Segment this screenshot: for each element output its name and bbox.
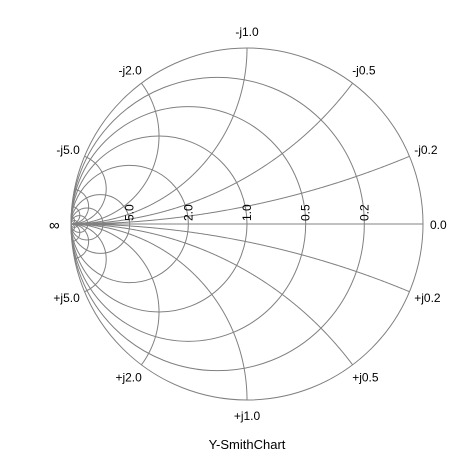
- susceptance-arc-neg-0_5: [71, 82, 354, 225]
- real-axis-tick-label: 1.0: [240, 204, 254, 221]
- susceptance-tick-label: -j0.2: [414, 143, 438, 157]
- susceptance-arc-neg-1: [71, 48, 248, 225]
- grid-layer: [70, 47, 424, 401]
- susceptance-arc-neg-10: [71, 188, 90, 225]
- real-axis-tick-label: 5.0: [123, 204, 137, 221]
- infinity-edge-label: ∞: [49, 217, 60, 234]
- real-axis-tick-label: 0.5: [299, 204, 313, 221]
- susceptance-arc-pos-20: [71, 223, 81, 243]
- label-layer: 0.0 ∞ Y-SmithChart 0.2 0.5 1.0 2.0 5.0 -j1.0 -…: [49, 25, 447, 452]
- susceptance-tick-label: +j1.0: [234, 409, 261, 423]
- susceptance-tick-label: +j5.0: [53, 291, 80, 305]
- susceptance-arc-pos-0_2: [71, 223, 410, 293]
- susceptance-arc-neg-20: [71, 205, 81, 225]
- susceptance-arc-neg-50: [70, 216, 76, 225]
- susceptance-tick-label: +j2.0: [115, 371, 142, 385]
- zero-edge-label: 0.0: [430, 218, 447, 232]
- susceptance-arc-neg-0_2: [71, 155, 410, 225]
- susceptance-tick-label: -j1.0: [235, 25, 259, 39]
- susceptance-arc-pos-50: [70, 223, 76, 232]
- susceptance-tick-label: +j0.5: [352, 371, 379, 385]
- real-axis-tick-label: 0.2: [357, 204, 371, 221]
- susceptance-arc-pos-5: [71, 223, 107, 293]
- susceptance-tick-label: -j5.0: [56, 143, 80, 157]
- chart-title: Y-SmithChart: [209, 437, 286, 452]
- susceptance-arc-pos-10: [71, 223, 90, 260]
- susceptance-arc-neg-5: [71, 155, 107, 225]
- susceptance-tick-label: +j0.2: [414, 291, 441, 305]
- susceptance-arc-neg-2: [71, 82, 160, 225]
- susceptance-arc-pos-2: [71, 223, 160, 366]
- susceptance-tick-label: -j2.0: [118, 63, 142, 77]
- susceptance-tick-label: -j0.5: [352, 63, 376, 77]
- susceptance-arc-pos-0_5: [71, 223, 354, 366]
- susceptance-arc-pos-1: [71, 223, 248, 400]
- real-axis-tick-label: 2.0: [181, 204, 195, 221]
